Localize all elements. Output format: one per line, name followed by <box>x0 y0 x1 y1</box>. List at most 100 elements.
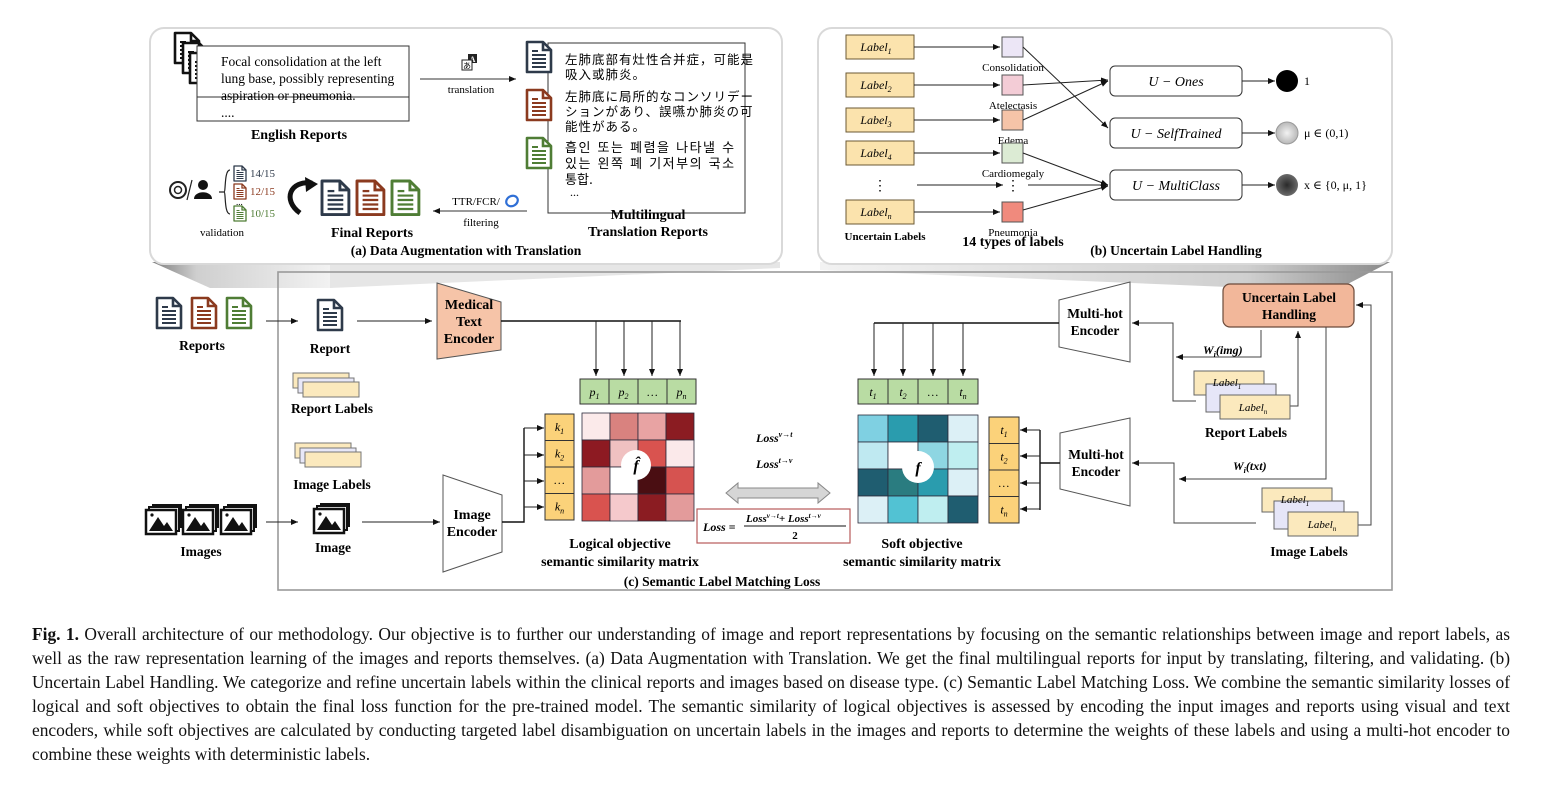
chinese-doc-icon <box>525 40 553 74</box>
soft-matrix-cell <box>857 495 889 524</box>
soft-matrix-cell <box>857 414 889 443</box>
multihot-bottom-line-2: Encoder <box>1072 464 1121 479</box>
reports-docs-icon <box>155 296 253 330</box>
right-image-label-n: Labeln <box>1307 519 1337 533</box>
report-label: Report <box>310 341 351 356</box>
output-ball-black <box>1276 70 1298 92</box>
multihot-encoder-top <box>1058 281 1131 363</box>
uncertain-label-handling-box <box>1222 283 1355 328</box>
japanese-doc-icon <box>525 88 553 122</box>
japanese-text-2: ションがあり、誤嚥か肺炎の可 <box>565 104 754 119</box>
p-cell <box>666 378 697 405</box>
final-doc-dark-icon <box>320 179 351 217</box>
text-encoder-line-2: Text <box>456 315 482 330</box>
loss-formula-numerator: Lossv→t+ Losst→v <box>745 512 822 525</box>
loss-t-to-v: Losst→v <box>755 456 793 471</box>
chatgpt-icon <box>169 181 187 199</box>
soft-matrix-cell <box>917 495 949 524</box>
val-doc-dark-icon <box>233 165 247 182</box>
logical-matrix-cell <box>609 412 639 441</box>
k-cell-label: kn <box>555 500 564 516</box>
soft-matrix-cell <box>947 441 979 470</box>
logical-caption-1: Logical objective <box>569 537 670 552</box>
t-top-label: t1 <box>869 385 876 401</box>
panel-b-title: (b) Uncertain Label Handling <box>1090 243 1262 258</box>
uncertain-label-text: Label3 <box>859 113 891 129</box>
loss-formula-lhs: Loss = <box>702 520 736 534</box>
korean-doc-icon <box>525 136 553 170</box>
image-label: Image <box>315 540 351 555</box>
filtering-metrics: TTR/FCR/ <box>452 196 501 208</box>
report-labels-left-label: Report Labels <box>291 401 373 416</box>
final-doc-green-icon <box>390 179 421 217</box>
right-report-labels-stack: Label1 Labeln <box>1193 370 1291 420</box>
multilingual-label-1: Multilingual <box>611 208 686 223</box>
architecture-figure: Focal consolidation at the left lung bas… <box>144 27 1393 591</box>
bidirectional-arrow <box>725 481 831 505</box>
korean-text-3: 통합. <box>565 173 593 188</box>
t-right-label: t2 <box>1000 450 1007 466</box>
types-caption: 14 types of labels <box>962 235 1064 250</box>
soft-matrix-symbol: f <box>915 460 922 477</box>
label-type-name: Cardiomegaly <box>982 168 1045 180</box>
images-label: Images <box>180 544 221 559</box>
output-ball-dark <box>1276 174 1298 196</box>
korean-text-2: 있는 왼쪽 폐 기저부의 국소 <box>565 157 736 172</box>
t-cell-top <box>887 378 919 405</box>
loss-v-to-t: Lossv→t <box>755 430 793 445</box>
logical-matrix-cell <box>665 412 695 441</box>
japanese-text-3: 能性がある。 <box>565 119 646 134</box>
logical-matrix-cell <box>609 493 639 522</box>
right-image-label-1: Label1 <box>1280 494 1310 508</box>
soft-matrix-cell <box>857 468 889 497</box>
ulh-line-1: Uncertain Label <box>1242 290 1336 305</box>
right-report-label-n: Labeln <box>1238 402 1268 416</box>
english-report-line-4: .... <box>221 105 235 120</box>
image-encoder-line-1: Image <box>453 508 490 523</box>
label-routing-lines <box>1022 46 1109 211</box>
image-labels-stack-icon <box>294 442 362 468</box>
label-type-name: Atelectasis <box>989 100 1037 112</box>
w-txt-label: Wi(txt) <box>1233 459 1267 475</box>
logical-matrix-cell <box>581 466 611 495</box>
english-reports-label: English Reports <box>251 128 348 143</box>
policy-u-ones: U − Ones <box>1109 65 1243 97</box>
logical-matrix-center <box>621 450 651 480</box>
english-report-line-3: aspiration or pneumonia. <box>221 88 356 103</box>
loss-formula-denominator: 2 <box>792 530 798 542</box>
policy-u-ones-label: U − Ones <box>1148 75 1204 90</box>
t-top-label: … <box>928 385 939 399</box>
korean-text-1: 흡인 또는 폐렴을 나타낼 수 <box>565 141 736 156</box>
report-doc-icon <box>316 298 344 332</box>
validation-score-2: 12/15 <box>250 186 276 198</box>
text-encoder-line-3: Encoder <box>444 332 495 347</box>
logical-matrix-cell <box>665 466 695 495</box>
panel-c-title: (c) Semantic Label Matching Loss <box>624 574 821 589</box>
label-type-name: Pneumonia <box>988 227 1038 239</box>
translate-icon: A あ <box>461 54 477 71</box>
logical-matrix-cell <box>637 412 667 441</box>
policy-u-selftrained: U − SelfTrained <box>1109 117 1243 149</box>
output-ball-grey <box>1275 121 1299 145</box>
t-right-label: tn <box>1000 503 1007 519</box>
t-top-label: t2 <box>899 385 906 401</box>
medical-text-encoder <box>436 282 502 360</box>
logical-matrix-cell <box>665 493 695 522</box>
uncertain-labels-caption: Uncertain Labels <box>845 231 927 243</box>
k-cell-label: k1 <box>555 420 564 436</box>
output-value-3: x ∈ {0, μ, 1} <box>1304 178 1367 192</box>
soft-matrix-cell <box>947 468 979 497</box>
image-encoder-line-2: Encoder <box>447 525 498 540</box>
soft-caption-2: semantic similarity matrix <box>843 555 1001 570</box>
reports-label: Reports <box>179 338 225 353</box>
validation-score-ellipsis: ... <box>236 197 243 207</box>
panel-b-frame <box>817 27 1393 265</box>
soft-matrix-cell <box>917 414 949 443</box>
english-report-line-2: lung base, possibly representing <box>221 71 394 86</box>
uncertain-label-box <box>845 199 915 225</box>
panel-a-title: (a) Data Augmentation with Translation <box>351 243 582 258</box>
image-icon <box>312 501 352 535</box>
